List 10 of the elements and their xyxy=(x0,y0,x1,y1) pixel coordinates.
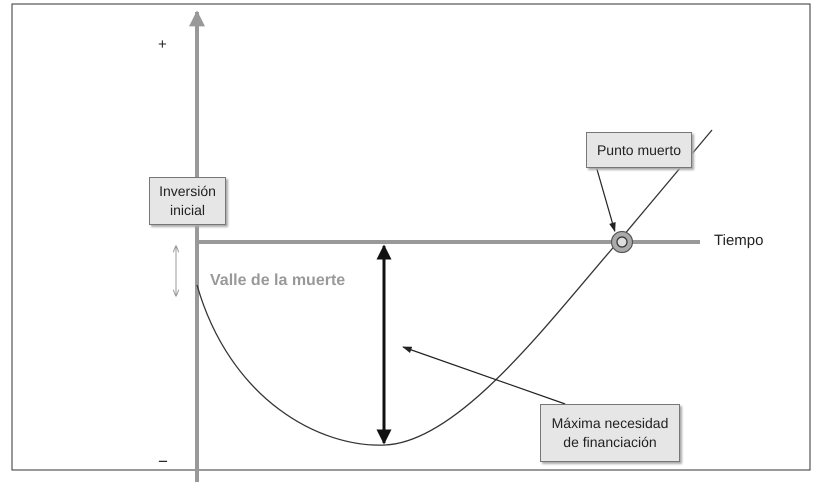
callout-box: Máxima necesidad de financiación xyxy=(540,404,680,462)
axis-sign: − xyxy=(158,452,168,472)
axis-label: Tiempo xyxy=(714,232,764,249)
leader-arrow xyxy=(596,168,616,232)
callout-box: Punto muerto xyxy=(586,132,692,168)
leader-arrow xyxy=(402,346,566,405)
region-label: Valle de la muerte xyxy=(210,272,346,290)
axis-sign: + xyxy=(158,36,167,53)
break-even-marker xyxy=(610,230,634,254)
callout-box: Inversión inicial xyxy=(149,177,226,225)
